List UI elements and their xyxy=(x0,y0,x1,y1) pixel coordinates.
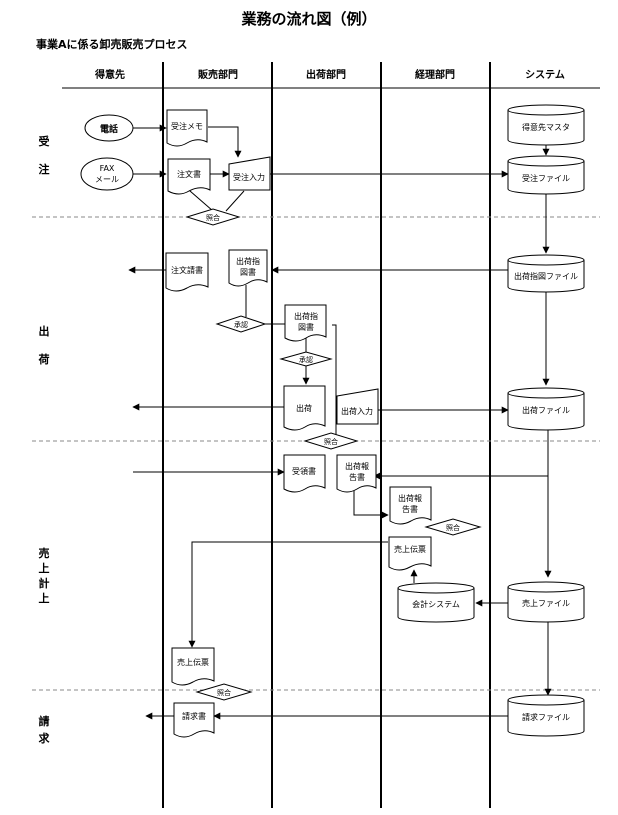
approval-diamond-shipping xyxy=(279,351,333,367)
check-label-shipping: 照合 xyxy=(324,437,338,446)
sales-slip-sales-label: 売上伝票 xyxy=(177,657,209,667)
ship-instr-shipping-label-1: 出荷指 xyxy=(294,311,318,321)
sales-slip-doc-sales xyxy=(171,647,215,686)
phase-label-billing-1: 請 xyxy=(39,714,50,728)
order-request-doc xyxy=(165,252,209,292)
shipping-report-doc-shipping xyxy=(336,454,377,493)
check-diamond-order xyxy=(185,208,241,226)
order-memo-label: 受注メモ xyxy=(171,121,203,131)
lane-header-system: システム xyxy=(525,69,565,81)
phase-label-sales-1: 売 xyxy=(39,546,50,560)
lane-header-sales-dept: 販売部門 xyxy=(198,68,238,81)
invoice-label: 請求書 xyxy=(182,711,206,721)
lane-dividers xyxy=(162,62,491,808)
accounting-system-db xyxy=(397,582,475,623)
check-diamond-shipping xyxy=(303,432,359,450)
approval-label-sales: 承認 xyxy=(234,320,248,329)
phase-label-sales-4: 上 xyxy=(39,591,50,605)
accounting-system-label: 会計システム xyxy=(412,599,460,609)
invoice-file-label: 請求ファイル xyxy=(522,712,570,722)
order-form-doc xyxy=(167,158,211,195)
phone-terminator xyxy=(84,114,134,142)
connectors xyxy=(128,124,552,720)
fax-mail-terminator xyxy=(80,157,134,191)
customer-master-db xyxy=(507,104,585,146)
order-file-db xyxy=(507,155,585,195)
phase-label-order-2: 注 xyxy=(39,162,50,176)
check-diamond-billing xyxy=(195,683,253,701)
sales-file-label: 売上ファイル xyxy=(522,598,570,608)
ship-entry-label: 出荷入力 xyxy=(341,406,373,416)
ship-report-shipping-label-2: 告書 xyxy=(349,472,365,482)
shipping-instruction-doc-sales xyxy=(228,249,268,287)
ship-file-label: 出荷ファイル xyxy=(522,405,570,415)
order-file-label: 受注ファイル xyxy=(522,173,570,183)
phase-label-order-1: 受 xyxy=(39,134,50,148)
shipment-label: 出荷 xyxy=(296,403,312,413)
ship-instr-sales-label-2: 図書 xyxy=(240,267,256,277)
approval-label-shipping: 承認 xyxy=(299,355,313,364)
sales-slip-accounting-label: 売上伝票 xyxy=(394,544,426,554)
page-subtitle: 事業Aに係る卸売販売プロセス xyxy=(36,38,188,51)
ship-report-accounting-label-1: 出荷報 xyxy=(398,493,422,503)
customer-master-label: 得意先マスタ xyxy=(522,122,570,132)
lane-header-customer: 得意先 xyxy=(94,68,125,81)
lane-header-shipping-dept: 出荷部門 xyxy=(306,68,346,81)
sales-slip-doc-accounting xyxy=(388,536,432,571)
order-form-label: 注文書 xyxy=(177,169,201,179)
phone-label: 電話 xyxy=(100,123,118,135)
shipping-instruction-file-db xyxy=(507,254,585,293)
check-diamond-accounting xyxy=(424,518,482,536)
check-label-accounting: 照合 xyxy=(446,523,460,532)
phase-label-billing-2: 求 xyxy=(39,731,51,745)
phase-label-shipping-1: 出 xyxy=(39,324,50,338)
receipt-doc xyxy=(283,454,326,493)
shipping-file-db xyxy=(507,387,585,431)
phase-label-sales-3: 計 xyxy=(39,576,50,590)
invoice-doc xyxy=(173,702,215,738)
order-memo-doc xyxy=(166,109,208,147)
receipt-label: 受領書 xyxy=(292,466,316,476)
shipping-entry-input xyxy=(336,388,379,425)
lane-header-accounting-dept: 経理部門 xyxy=(415,68,455,81)
shipping-report-doc-accounting xyxy=(389,486,432,525)
invoice-file-db xyxy=(507,694,585,737)
order-request-label: 注文請書 xyxy=(171,265,203,275)
order-entry-label: 受注入力 xyxy=(233,172,265,182)
sales-file-db xyxy=(507,581,585,623)
ship-instr-file-label: 出荷指図ファイル xyxy=(514,271,578,281)
page-title: 業務の流れ図（例） xyxy=(241,10,377,28)
ship-report-shipping-label-1: 出荷報 xyxy=(345,461,369,471)
ship-instr-shipping-label-2: 図書 xyxy=(298,322,314,332)
shipment-doc xyxy=(283,385,326,431)
ship-instr-sales-label-1: 出荷指 xyxy=(236,256,260,266)
phase-label-sales-2: 上 xyxy=(39,561,50,575)
order-entry-input xyxy=(228,156,271,191)
fax-label-2: メール xyxy=(95,175,119,184)
phase-label-shipping-2: 荷 xyxy=(38,352,50,366)
approval-diamond-sales xyxy=(215,315,267,333)
fax-label-1: FAX xyxy=(100,164,115,173)
check-label-billing: 照合 xyxy=(217,688,231,697)
check-label-order: 照合 xyxy=(206,213,220,222)
ship-report-accounting-label-2: 告書 xyxy=(402,504,418,514)
shipping-instruction-doc-shipping xyxy=(284,304,327,342)
